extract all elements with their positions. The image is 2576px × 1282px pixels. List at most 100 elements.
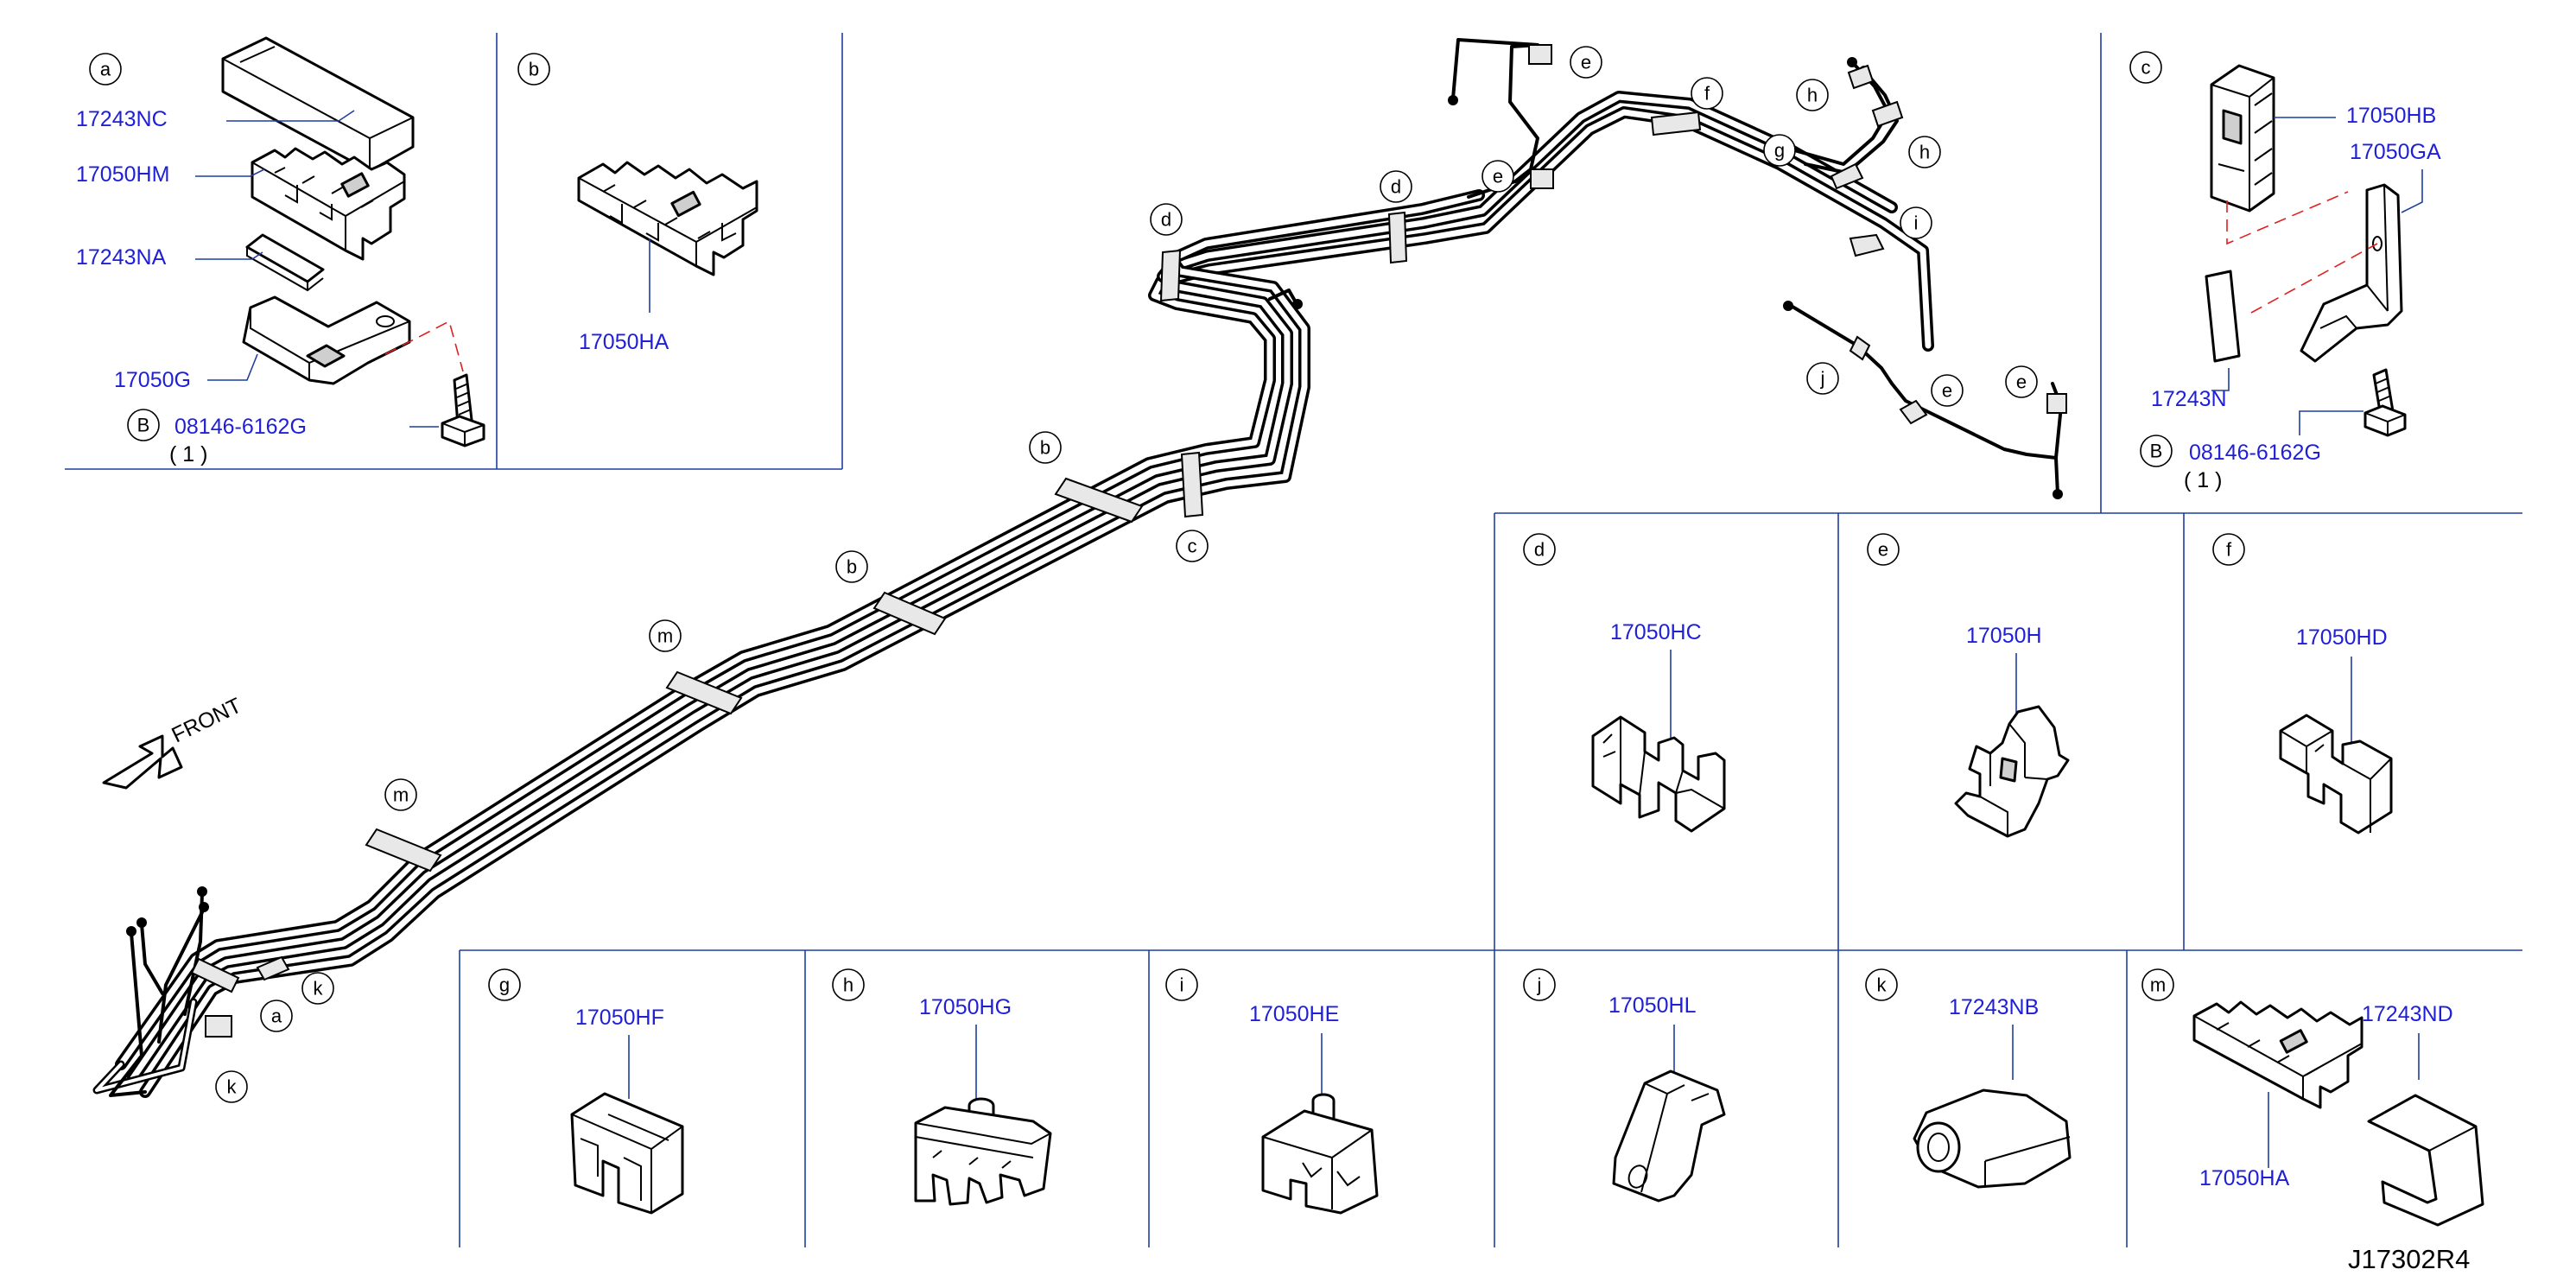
panel-a-bolt-key: B bbox=[137, 415, 150, 436]
panel-f-letter: f bbox=[2226, 539, 2232, 561]
panel-j-letter-circle bbox=[1523, 968, 1556, 1001]
part-label-17050hl: 17050HL bbox=[1608, 993, 1697, 1018]
panel-m-letter: m bbox=[2150, 974, 2166, 996]
cover-17243nc-shape bbox=[221, 36, 415, 173]
callout-c: c bbox=[1188, 536, 1197, 557]
callout-e-3-circle bbox=[1931, 374, 1964, 407]
panel-m: m 17243ND 17050HA bbox=[2141, 968, 2484, 1227]
callout-j-circle bbox=[1806, 362, 1839, 395]
clip-17050hd-shape bbox=[2279, 714, 2393, 835]
callout-k-1: k bbox=[314, 978, 324, 1000]
part-label-17050hm: 17050HM bbox=[76, 162, 169, 187]
panel-a: a bbox=[76, 36, 485, 466]
panel-b: b 17050HA bbox=[517, 53, 758, 354]
clip-17050hg-shape bbox=[914, 1097, 1052, 1206]
panel-j: j 17050HL bbox=[1523, 968, 1726, 1203]
rear-thin-tubes bbox=[1268, 38, 2067, 499]
panel-d-letter-circle bbox=[1523, 533, 1556, 566]
panel-a-letter: a bbox=[100, 59, 111, 80]
part-label-17050he: 17050HE bbox=[1249, 1002, 1339, 1026]
callout-m-1-circle bbox=[649, 619, 682, 652]
callout-b-2-circle bbox=[835, 550, 868, 583]
bolt-qty-c: ( 1 ) bbox=[2184, 468, 2222, 492]
clip-17050hl-shape bbox=[1612, 1069, 1726, 1203]
panel-h-letter-circle bbox=[832, 968, 865, 1001]
callout-d-1-circle bbox=[1150, 203, 1183, 236]
front-arrow-icon: FRONT bbox=[102, 693, 245, 790]
callout-f: f bbox=[1704, 83, 1710, 105]
clip-17050he-shape bbox=[1261, 1093, 1379, 1215]
part-label-17050g: 17050G bbox=[114, 368, 191, 392]
callout-d-2-circle bbox=[1380, 170, 1412, 203]
part-label-17050ha-b: 17050HA bbox=[579, 330, 669, 354]
callout-g-circle bbox=[1763, 134, 1796, 167]
callout-e-2-circle bbox=[1482, 160, 1514, 193]
panel-frames bbox=[65, 33, 2522, 1247]
callout-g: g bbox=[1774, 140, 1785, 162]
panel-b-letter-circle bbox=[517, 53, 550, 86]
panel-b-letter: b bbox=[529, 59, 539, 80]
panel-f-letter-circle bbox=[2212, 533, 2245, 566]
main-tube-bundle bbox=[115, 91, 1934, 1098]
callout-e-3: e bbox=[1942, 380, 1952, 402]
part-label-17243nd: 17243ND bbox=[2362, 1002, 2453, 1026]
clip-17050hb-shape bbox=[2210, 64, 2275, 213]
callout-m-2-circle bbox=[384, 778, 417, 811]
panel-k-letter: k bbox=[1877, 974, 1888, 996]
callout-m-1: m bbox=[657, 625, 673, 647]
callout-b-1: b bbox=[1040, 437, 1050, 459]
callout-e-4: e bbox=[2016, 371, 2027, 393]
callout-d-1: d bbox=[1161, 209, 1171, 231]
clip-17050ha-shape bbox=[577, 161, 758, 276]
part-label-08146-6162g-a: 08146-6162G bbox=[174, 415, 307, 439]
bolt-shape bbox=[441, 373, 485, 447]
callout-d-2: d bbox=[1391, 176, 1401, 198]
pad-17243na-shape bbox=[245, 233, 325, 292]
drawing-code: J17302R4 bbox=[2348, 1244, 2470, 1274]
panel-e-letter-circle bbox=[1867, 533, 1900, 566]
front-label: FRONT bbox=[168, 693, 245, 747]
callout-m-2: m bbox=[393, 784, 409, 806]
part-label-17243na: 17243NA bbox=[76, 245, 167, 270]
part-label-17050h: 17050H bbox=[1966, 624, 2042, 648]
part-label-17243nb: 17243NB bbox=[1949, 995, 2039, 1019]
panel-g-letter: g bbox=[499, 974, 510, 996]
panel-c: c 17050HB 17050GA bbox=[2129, 51, 2441, 492]
bolt-c-shape bbox=[2363, 368, 2407, 437]
pad-17243nb-shape bbox=[1913, 1088, 2072, 1189]
panel-h: h 17050HG bbox=[832, 968, 1052, 1206]
part-label-17050ga: 17050GA bbox=[2350, 140, 2441, 164]
part-label-17050hb: 17050HB bbox=[2346, 104, 2436, 128]
panel-a-letter-circle bbox=[89, 53, 122, 86]
panel-i: i 17050HE bbox=[1165, 968, 1379, 1215]
clip-17050ha-m-shape bbox=[2192, 1000, 2363, 1109]
clip-17050hf-shape bbox=[570, 1092, 684, 1215]
part-label-17050ha-m: 17050HA bbox=[2199, 1166, 2290, 1190]
panel-i-letter-circle bbox=[1165, 968, 1198, 1001]
bracket-17050ga-shape bbox=[2300, 183, 2403, 363]
panel-k-letter-circle bbox=[1865, 968, 1898, 1001]
callout-e-1-circle bbox=[1570, 46, 1602, 79]
callout-k-2-circle bbox=[215, 1070, 248, 1103]
clip-17050hc-shape bbox=[1591, 715, 1726, 833]
callout-i: i bbox=[1914, 213, 1919, 234]
panel-g: g 17050HF bbox=[488, 968, 684, 1215]
callout-e-4-circle bbox=[2005, 365, 2038, 398]
panel-c-letter: c bbox=[2141, 57, 2151, 79]
callout-i-circle bbox=[1900, 206, 1932, 239]
callout-c-circle bbox=[1176, 530, 1209, 562]
callout-h-2-circle bbox=[1908, 136, 1941, 168]
callout-e-2: e bbox=[1493, 166, 1503, 187]
part-label-17243nc: 17243NC bbox=[76, 107, 168, 131]
panel-d-letter: d bbox=[1534, 539, 1545, 561]
panel-f: f 17050HD bbox=[2212, 533, 2393, 835]
panel-c-bolt-key: B bbox=[2150, 441, 2163, 462]
pad-17243n-shape bbox=[2205, 270, 2241, 363]
callout-a-circle bbox=[260, 1000, 293, 1032]
callout-h-2: h bbox=[1919, 142, 1930, 163]
part-label-17050hd: 17050HD bbox=[2296, 625, 2388, 650]
clip-17050hm-shape bbox=[251, 147, 406, 261]
bolt-qty-a: ( 1 ) bbox=[169, 442, 207, 466]
bundle-clips bbox=[365, 111, 1885, 873]
